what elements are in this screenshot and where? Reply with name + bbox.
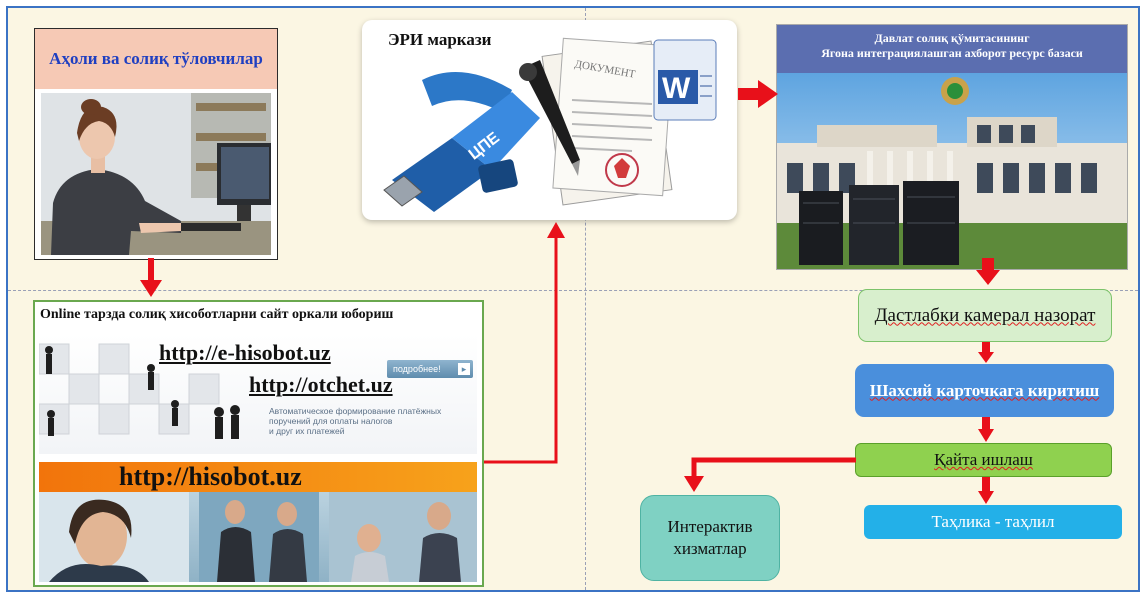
arrow-reprocessing-to-analysis <box>978 477 994 504</box>
hisobot-banner-bar <box>39 462 477 492</box>
arrow-eri-to-database <box>738 80 778 108</box>
analysis-label: Таҳлика - таҳлил <box>931 512 1055 531</box>
woman-at-computer-photo <box>41 93 271 255</box>
horizontal-guide-line <box>8 290 1138 291</box>
tax-database-title-line1: Давлат солиқ қўмитасининг <box>874 31 1030 45</box>
personal-card-label: Шахсий карточкага киритиш <box>869 380 1100 400</box>
payment-caption-line: Автоматическое формирование платёжных <box>269 406 442 416</box>
svg-text:W: W <box>662 72 691 105</box>
payment-caption: Автоматическое формирование платёжных по… <box>269 406 441 436</box>
eri-center-title: ЭРИ маркази <box>388 30 492 49</box>
hisobot-link[interactable]: http://hisobot.uz <box>119 462 302 491</box>
otchet-link[interactable]: http://otchet.uz <box>249 372 393 397</box>
tax-database-title: Давлат солиқ қўмитасининг Ягона интеграц… <box>777 25 1127 73</box>
vertical-guide-line <box>585 8 586 590</box>
residents-title: Аҳоли ва солиқ тўловчилар <box>35 29 277 89</box>
interactive-services-box: Интерактив хизматлар <box>640 495 780 581</box>
arrow-database-to-control <box>976 258 1000 285</box>
analysis-box: Таҳлика - таҳлил <box>864 505 1122 539</box>
usb-key-icon: ЦПЕ <box>383 72 540 212</box>
payment-caption-line: поручений для оплаты налогов <box>269 416 393 426</box>
eri-center-box: ЭРИ маркази ДОКУМЕНТ W <box>362 20 737 220</box>
arrow-card-to-reprocessing <box>978 417 994 442</box>
interactive-services-label: Интерактив хизматлар <box>667 517 753 558</box>
preliminary-control-box: Дастлабки камерал назорат <box>858 289 1112 342</box>
more-button-label: подробнее! <box>393 364 441 374</box>
tax-database-title-line2: Ягона интеграциялашган ахборот ресурс ба… <box>821 46 1083 60</box>
pen-icon <box>519 60 580 176</box>
word-document-icon: W <box>653 39 717 121</box>
hisobot-banner: http://hisobot.uz <box>39 462 477 582</box>
arrow-right-icon: ▸ <box>458 363 470 375</box>
reprocessing-box: Қайта ишлаш <box>855 443 1112 477</box>
server-racks-icon <box>799 181 959 265</box>
payment-caption-line: и друг их платежей <box>269 426 345 436</box>
online-reports-title: Online тарзда солиқ хисоботларни сайт ор… <box>40 307 394 322</box>
online-reports-box: Online тарзда солиқ хисоботларни сайт ор… <box>33 300 484 587</box>
residents-box: Аҳоли ва солиқ тўловчилар <box>34 28 278 260</box>
arrow-residents-to-online <box>140 258 162 297</box>
preliminary-control-label: Дастлабки камерал назорат <box>874 304 1096 326</box>
e-hisobot-link[interactable]: http://e-hisobot.uz <box>159 340 331 365</box>
arrow-reprocessing-to-interactive <box>684 457 856 492</box>
arrow-online-to-eri <box>484 222 565 464</box>
personal-card-box: Шахсий карточкага киритиш <box>855 364 1114 417</box>
arrow-control-to-card <box>978 342 994 363</box>
e-hisobot-banner: http://e-hisobot.uz http://otchet.uz под… <box>39 334 477 454</box>
tax-building-photo <box>777 73 1127 269</box>
reprocessing-label: Қайта ишлаш <box>934 450 1033 469</box>
tax-database-box: Давлат солиқ қўмитасининг Ягона интеграц… <box>776 24 1128 270</box>
more-button[interactable]: подробнее! ▸ <box>387 360 473 378</box>
